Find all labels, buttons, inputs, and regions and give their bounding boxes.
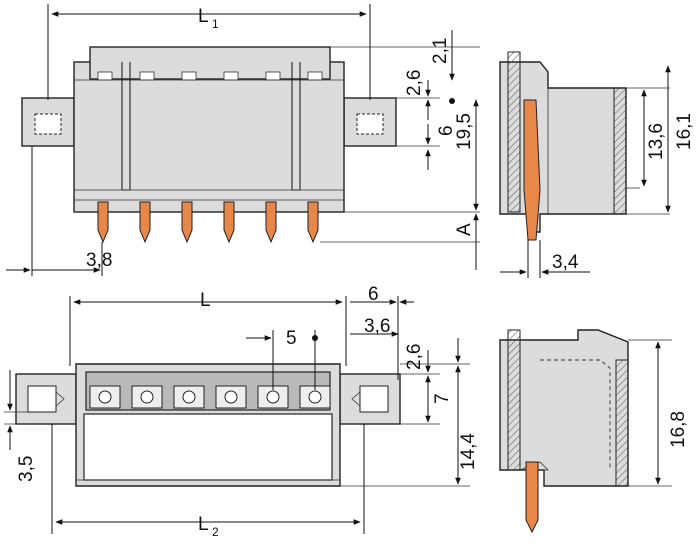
dim-A: A bbox=[454, 223, 475, 236]
terminal-row bbox=[85, 371, 331, 411]
dim-14-4: 14,4 bbox=[458, 433, 479, 470]
side-pin-top bbox=[523, 99, 541, 241]
dim-3-8: 3,8 bbox=[86, 250, 112, 271]
dim-2-6-top: 2,6 bbox=[404, 70, 425, 96]
dim-2-6-bottom: 2,6 bbox=[404, 344, 425, 370]
top-front-view: L 1 3,8 2,1 2,6 6 19,5 A bbox=[6, 4, 480, 276]
dim-L: L bbox=[200, 290, 211, 311]
dim-L2-sub: 2 bbox=[212, 525, 219, 539]
dim-L1-sub: 1 bbox=[212, 17, 219, 31]
dim-16-1: 16,1 bbox=[674, 113, 695, 150]
dim-13-6: 13,6 bbox=[646, 123, 667, 160]
dim-3-6: 3,6 bbox=[364, 316, 390, 337]
dim-L1: L bbox=[198, 6, 209, 27]
dim-2-1: 2,1 bbox=[430, 38, 451, 64]
dim-7: 7 bbox=[432, 393, 453, 404]
dim-5: 5 bbox=[286, 328, 297, 349]
bottom-front-view: L 6 3,6 5 2,6 7 14,4 3,5 L bbox=[4, 284, 479, 539]
side-pin-bottom bbox=[525, 461, 539, 534]
dim-6-top: 6 bbox=[436, 125, 457, 136]
pins-top bbox=[97, 201, 319, 244]
housing-body bbox=[73, 61, 345, 213]
dim-19-5: 19,5 bbox=[454, 113, 475, 150]
dim-6-bottom: 6 bbox=[368, 284, 379, 305]
dim-3-4: 3,4 bbox=[552, 252, 579, 273]
dim-3-5: 3,5 bbox=[16, 456, 37, 482]
bottom-side-view: 16,8 bbox=[499, 329, 689, 534]
dim-16-8: 16,8 bbox=[668, 411, 689, 448]
top-side-view: 13,6 16,1 3,4 bbox=[499, 51, 695, 278]
housing-top bbox=[89, 46, 331, 80]
dim-L2: L bbox=[198, 514, 209, 535]
